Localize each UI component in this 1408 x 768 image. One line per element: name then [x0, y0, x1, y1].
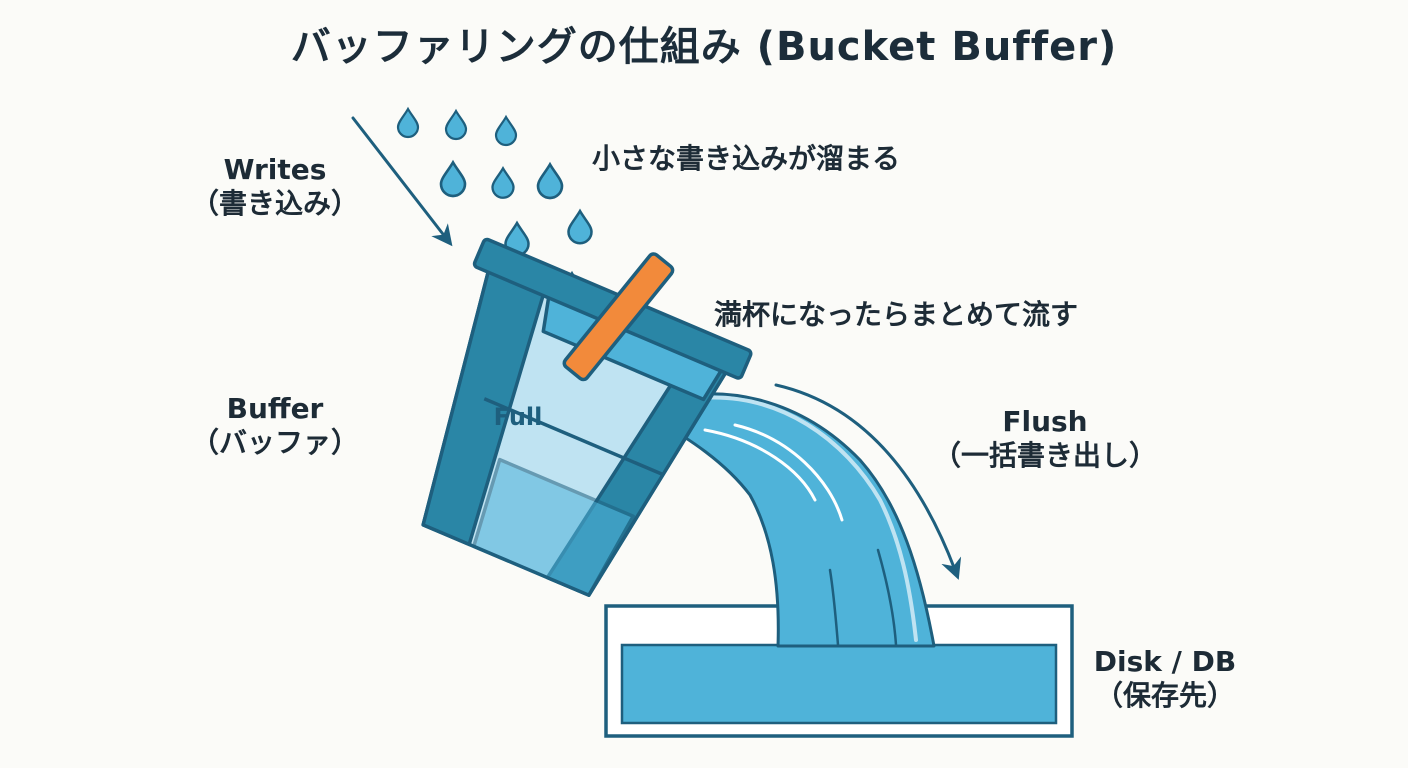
water-stream-icon [646, 392, 936, 648]
flush-arrow-icon [774, 383, 962, 580]
buffer-label: Buffer （バッファ） [190, 392, 360, 460]
lever-icon [562, 252, 675, 382]
water-drop-icon [491, 167, 515, 199]
page-title: バッファリングの仕組み (Bucket Buffer) [290, 24, 1118, 70]
bucket-icon [421, 237, 753, 597]
water-drop-icon [439, 161, 467, 198]
water-drop-icon [444, 109, 468, 141]
writes-arrow-icon [351, 116, 453, 247]
buffer-label-en: Buffer [226, 392, 324, 425]
writes-label-ja: （書き込み） [190, 187, 359, 221]
flush-label-en: Flush [1002, 405, 1088, 438]
overflow-note: 満杯になったらまとめて流す [714, 298, 1079, 331]
writes-label-en: Writes [223, 153, 327, 186]
flush-label: Flush （一括書き出し） [925, 405, 1165, 473]
buffer-label-ja: （バッファ） [190, 426, 359, 460]
disk-label: Disk / DB （保存先） [1075, 645, 1255, 713]
disk-label-ja: （保存先） [1094, 679, 1235, 713]
water-drop-icon [567, 209, 593, 245]
water-drop-icon [396, 107, 420, 139]
accumulate-note: 小さな書き込みが溜まる [592, 142, 901, 175]
water-drop-icon [494, 115, 518, 147]
bucket-full-label: Full [494, 403, 543, 431]
writes-label: Writes （書き込み） [190, 153, 360, 221]
flush-label-ja: （一括書き出し） [932, 439, 1157, 473]
disk-label-en: Disk / DB [1093, 645, 1237, 678]
water-drop-icon [536, 163, 564, 200]
